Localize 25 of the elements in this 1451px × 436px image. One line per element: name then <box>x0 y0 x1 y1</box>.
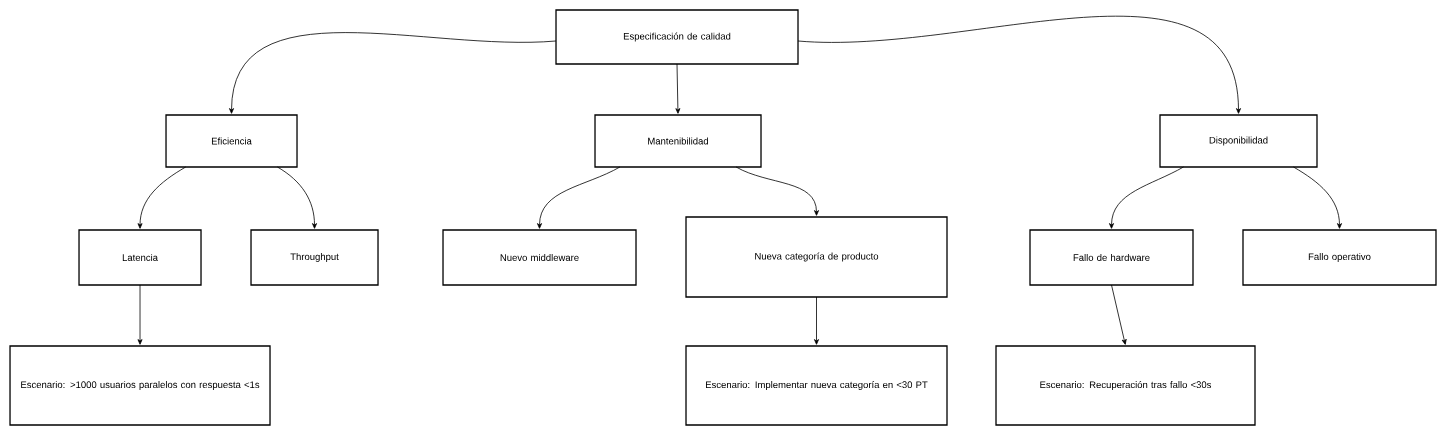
arrow <box>1293 166 1342 229</box>
arrow <box>229 32 557 114</box>
arrow <box>137 166 187 229</box>
arrow <box>137 284 143 345</box>
process-box: Nuevo middleware <box>442 229 637 286</box>
process-box: Fallo operativo <box>1242 229 1437 286</box>
process-box: Fallo de hardware <box>1029 229 1194 286</box>
process-box: Escenario: >1000 usuarios paralelos con respuesta <1s <box>9 345 271 426</box>
process-box: Escenario: Recuperación tras fallo <30s <box>995 345 1256 426</box>
process-box: Eficiencia <box>165 114 298 168</box>
process-box: Escenario: Implementar nueva categoría en <30 PT <box>685 345 948 426</box>
arrow <box>537 166 621 229</box>
process-box: Disponibilidad <box>1159 114 1318 168</box>
process-box: Nueva categoría de producto <box>685 216 948 298</box>
process-box: Throughput <box>250 229 379 286</box>
process-box: Mantenibilidad <box>594 114 762 168</box>
arrow <box>797 15 1241 114</box>
arrow <box>1111 284 1127 345</box>
process-box: Especificación de calidad <box>555 9 799 65</box>
arrow <box>814 296 819 345</box>
arrow <box>1109 166 1184 229</box>
arrow <box>277 166 317 229</box>
process-box: Latencia <box>78 229 202 286</box>
arrow <box>675 63 681 114</box>
arrow <box>735 166 819 216</box>
